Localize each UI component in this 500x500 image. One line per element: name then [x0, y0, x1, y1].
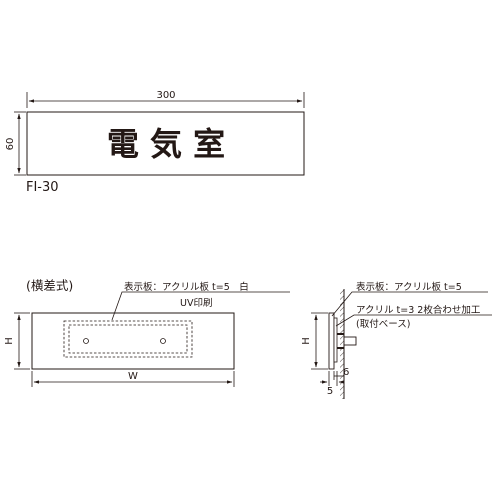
- side-note-base: (取付ベース): [356, 319, 410, 330]
- side-dim-6-label: 6: [343, 367, 349, 378]
- front-note-leader: [111, 291, 290, 321]
- sign-text: 電 気 室: [107, 125, 225, 163]
- front-note-plate: 表示板：アクリル板 t=5 白: [124, 281, 249, 293]
- wall-hatching: [340, 289, 344, 399]
- side-note-acrylic: アクリル t=3 2枚合わせ加工: [356, 304, 481, 316]
- sign-height-dimension: 60: [5, 111, 26, 176]
- side-note-acrylic-leader: [335, 314, 492, 327]
- front-sign-plate: [31, 312, 235, 370]
- side-note-plate: 表示板：アクリル板 t=5: [356, 281, 462, 293]
- side-mounting-base: [333, 317, 338, 363]
- front-height-dimension: H: [4, 312, 30, 370]
- front-width-label: W: [128, 371, 138, 382]
- front-width-dimension: W: [31, 371, 235, 387]
- side-note-plate-leader: [331, 291, 488, 317]
- side-height-label: H: [301, 337, 312, 345]
- screw-hole-right: [160, 338, 166, 344]
- side-fastener-top: [337, 333, 344, 335]
- side-sign-plate: [328, 312, 335, 370]
- mounting-base-outline: [63, 320, 193, 358]
- sign-width-label: 300: [156, 90, 175, 101]
- sign-height-label: 60: [5, 138, 16, 151]
- model-number: FI-30: [26, 180, 59, 195]
- front-note-print: UV印刷: [180, 297, 212, 309]
- sign-width-dimension: 300: [26, 90, 305, 108]
- side-dim-5-label: 5: [327, 386, 333, 397]
- screw-hole-left: [83, 338, 89, 344]
- sign-plate: [26, 111, 305, 176]
- side-thickness-dimensions: 6 5: [320, 367, 349, 397]
- side-fastener-bottom: [337, 347, 344, 349]
- side-bracket: [343, 336, 357, 346]
- mount-style-label: (横差式): [26, 278, 73, 293]
- front-height-label: H: [4, 337, 15, 345]
- side-height-dimension: H: [301, 312, 328, 370]
